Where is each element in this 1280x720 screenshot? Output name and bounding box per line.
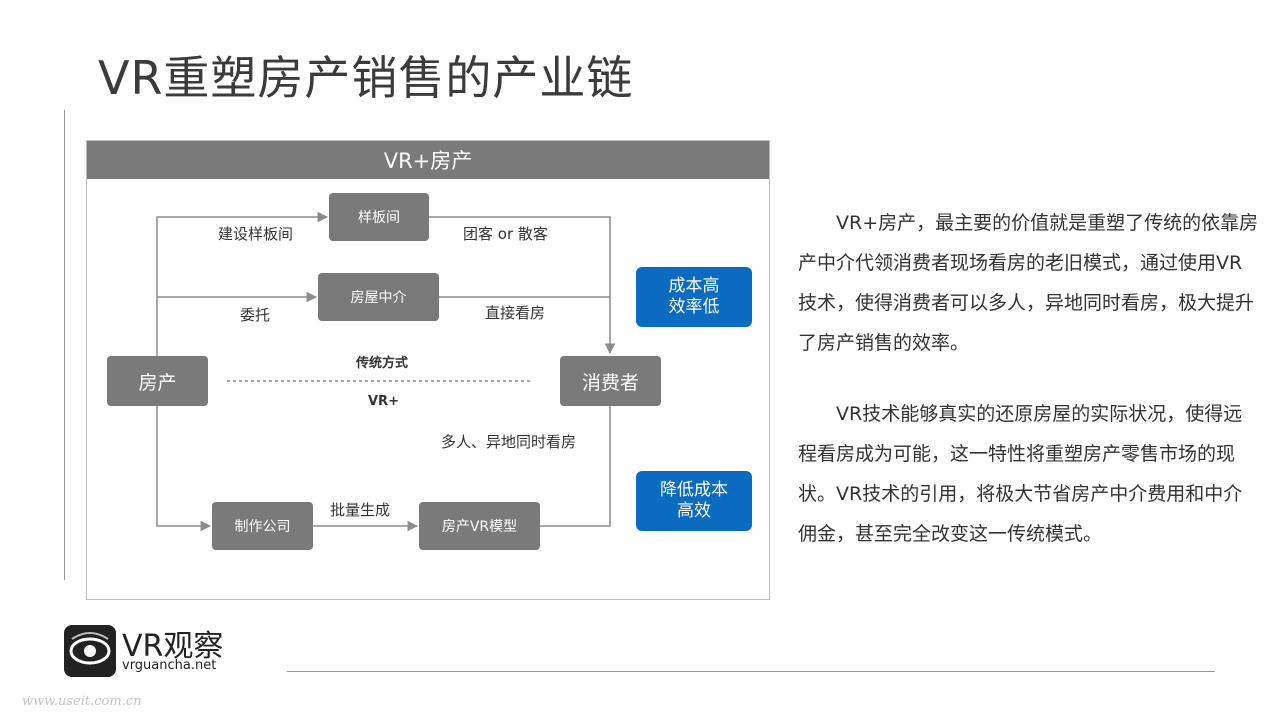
logo-name: VR观察 <box>122 629 224 664</box>
label-multi-remote: 多人、异地同时看房 <box>441 433 577 451</box>
line-showroom-to-consumer <box>429 216 616 355</box>
node-showroom: 样板间 <box>329 193 429 241</box>
badge-low-cost: 降低成本 高效 <box>636 471 752 531</box>
node-production: 制作公司 <box>212 502 313 550</box>
label-group-or-individual: 团客 or 散客 <box>463 225 548 243</box>
description-paragraph-1: VR+房产，最主要的价值就是重塑了传统的依靠房产中介代领消费者现场看房的老旧模式… <box>798 203 1260 363</box>
line-property-to-production <box>156 406 212 532</box>
node-consumer: 消费者 <box>560 356 661 406</box>
label-traditional: 传统方式 <box>356 356 409 371</box>
description-paragraph-2: VR技术能够真实的还原房屋的实际状况，使得远程看房成为可能，这一特性将重塑房产零… <box>798 394 1260 554</box>
page-title: VR重塑房产销售的产业链 <box>98 51 634 105</box>
badge-high-cost-line2: 效率低 <box>668 297 720 317</box>
left-divider <box>64 110 65 580</box>
badge-high-cost: 成本高 效率低 <box>636 267 752 327</box>
badge-low-cost-line2: 高效 <box>677 501 711 521</box>
diagram-header: VR+房产 <box>87 141 769 179</box>
node-property: 房产 <box>107 356 208 406</box>
bottom-divider <box>287 671 1215 672</box>
vrguancha-logo: VR观察 vrguancha.net <box>64 625 244 677</box>
industry-chain-diagram: VR+房产 样板间 房屋中介 房产 消费者 制作公司 房产VR模 <box>86 140 770 600</box>
logo-url: vrguancha.net <box>122 658 217 673</box>
paragraph-2-text: VR技术能够真实的还原房屋的实际状况，使得远程看房成为可能，这一特性将重塑房产零… <box>798 403 1243 545</box>
watermark: www.useit.com.cn <box>22 694 142 709</box>
vr-eye-logo-icon <box>64 625 116 677</box>
node-agency: 房屋中介 <box>318 273 439 321</box>
line-vrmodel-to-consumer <box>540 375 616 527</box>
line-property-to-showroom <box>156 211 329 356</box>
label-entrust: 委托 <box>240 306 271 324</box>
label-build-showroom: 建设样板间 <box>218 225 294 243</box>
label-batch-generate: 批量生成 <box>330 501 391 519</box>
label-vr-plus: VR+ <box>368 394 399 409</box>
badge-high-cost-line1: 成本高 <box>668 276 720 296</box>
label-direct-viewing: 直接看房 <box>485 304 546 322</box>
badge-low-cost-line1: 降低成本 <box>660 480 728 500</box>
paragraph-1-text: VR+房产，最主要的价值就是重塑了传统的依靠房产中介代领消费者现场看房的老旧模式… <box>798 212 1259 354</box>
node-vr-model: 房产VR模型 <box>419 502 540 550</box>
connector-lines <box>156 211 616 532</box>
